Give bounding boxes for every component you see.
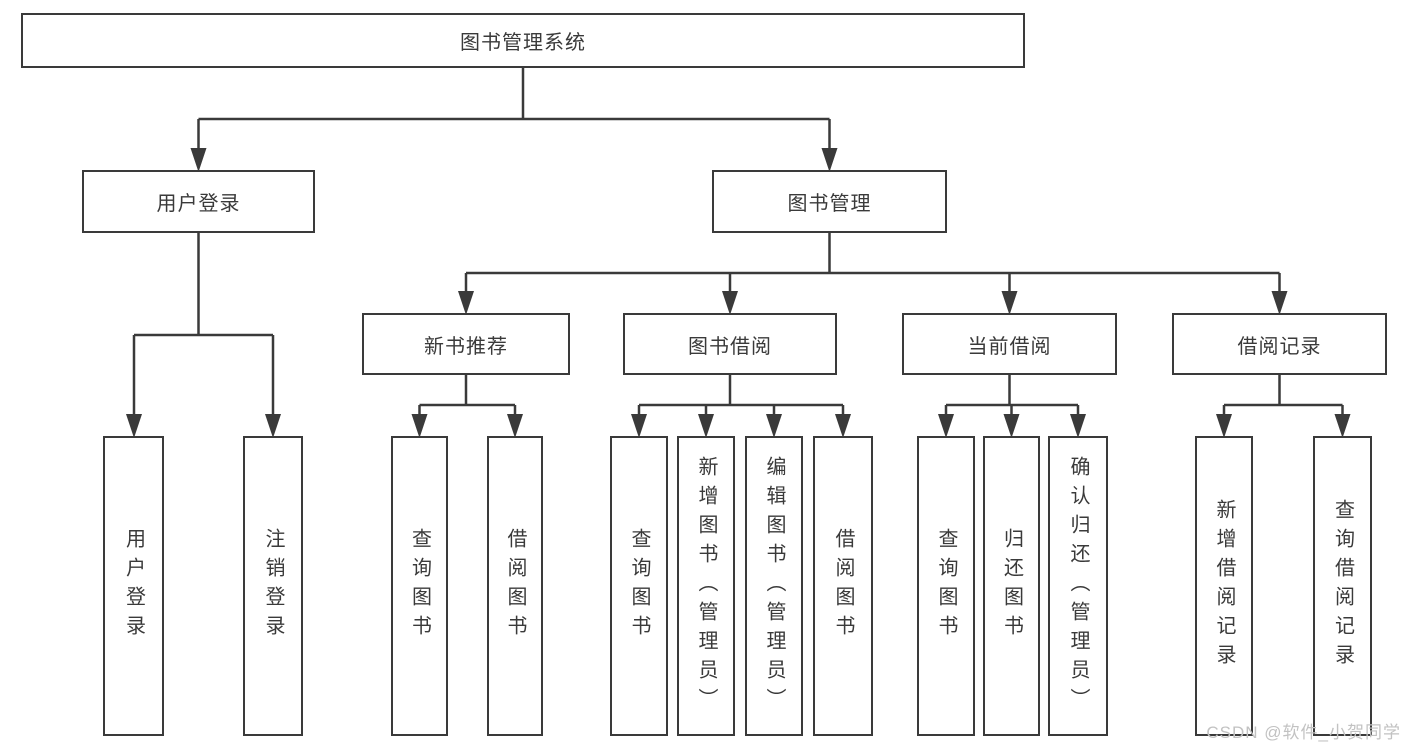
- node-library-system: 图书管理系统: [21, 13, 1025, 68]
- arrowhead-icons: [126, 148, 1351, 438]
- arrow-down-icon: [411, 414, 428, 438]
- arrow-down-icon: [1070, 414, 1086, 438]
- arrow-down-icon: [722, 291, 738, 315]
- node-label: 新增借阅记录: [1213, 499, 1235, 673]
- arrow-down-icon: [1001, 291, 1018, 315]
- node-label: 查询图书: [408, 528, 431, 644]
- leaf-edit-book-admin: 编辑图书（管理员）: [745, 436, 803, 736]
- node-label: 归还图书: [1000, 528, 1023, 644]
- leaf-borrow-books-borrow: 借阅图书: [813, 436, 873, 736]
- node-user-login: 用户登录: [82, 170, 315, 233]
- node-label: 借阅记录: [1237, 335, 1322, 358]
- leaf-borrow-books-recommend: 借阅图书: [487, 436, 543, 736]
- arrow-down-icon: [835, 414, 851, 438]
- node-label: 图书借阅: [688, 335, 772, 358]
- node-label: 查询图书: [628, 528, 650, 644]
- node-label: 图书管理系统: [460, 32, 586, 54]
- connector-path: [132, 68, 1344, 420]
- leaf-query-books-borrow: 查询图书: [610, 436, 668, 736]
- node-label: 图书管理: [787, 193, 872, 215]
- node-current-borrow: 当前借阅: [902, 313, 1117, 375]
- node-book-management: 图书管理: [712, 170, 947, 233]
- leaf-add-book-admin: 新增图书（管理员）: [677, 436, 735, 736]
- arrow-down-icon: [1003, 414, 1020, 438]
- node-label: 当前借阅: [967, 335, 1052, 358]
- node-label: 新增图书（管理员）: [695, 455, 717, 717]
- arrow-down-icon: [1216, 414, 1232, 438]
- node-label: 用户登录: [156, 193, 241, 215]
- node-book-borrow: 图书借阅: [623, 313, 837, 375]
- node-label: 借阅图书: [504, 528, 526, 644]
- arrow-down-icon: [1334, 414, 1351, 438]
- leaf-user-login: 用户登录: [103, 436, 164, 736]
- node-new-book-recommend: 新书推荐: [362, 313, 570, 375]
- arrow-down-icon: [698, 414, 714, 438]
- arrow-down-icon: [265, 414, 281, 438]
- leaf-add-borrow-record: 新增借阅记录: [1195, 436, 1253, 736]
- arrow-down-icon: [507, 414, 523, 438]
- leaf-query-books-recommend: 查询图书: [391, 436, 448, 736]
- arrow-down-icon: [766, 414, 782, 438]
- node-label: 注销登录: [262, 528, 284, 644]
- node-label: 查询借阅记录: [1331, 499, 1354, 673]
- node-label: 借阅图书: [832, 528, 854, 644]
- node-label: 编辑图书（管理员）: [763, 455, 785, 717]
- watermark: CSDN @软件_小贺同学: [1206, 723, 1401, 742]
- node-borrow-records: 借阅记录: [1172, 313, 1387, 375]
- leaf-query-borrow-record: 查询借阅记录: [1313, 436, 1372, 736]
- arrow-down-icon: [1271, 291, 1288, 315]
- node-label: 用户登录: [122, 528, 145, 644]
- node-label: 确认归还（管理员）: [1067, 455, 1089, 717]
- arrow-down-icon: [190, 148, 207, 172]
- node-label: 新书推荐: [424, 335, 508, 358]
- arrow-down-icon: [631, 414, 647, 438]
- leaf-return-book: 归还图书: [983, 436, 1040, 736]
- arrow-down-icon: [938, 414, 954, 438]
- leaf-logout: 注销登录: [243, 436, 303, 736]
- arrow-down-icon: [126, 414, 142, 438]
- leaf-confirm-return-admin: 确认归还（管理员）: [1048, 436, 1108, 736]
- node-label: 查询图书: [935, 528, 957, 644]
- arrow-down-icon: [458, 291, 474, 315]
- leaf-query-books-current: 查询图书: [917, 436, 975, 736]
- arrow-down-icon: [821, 148, 838, 172]
